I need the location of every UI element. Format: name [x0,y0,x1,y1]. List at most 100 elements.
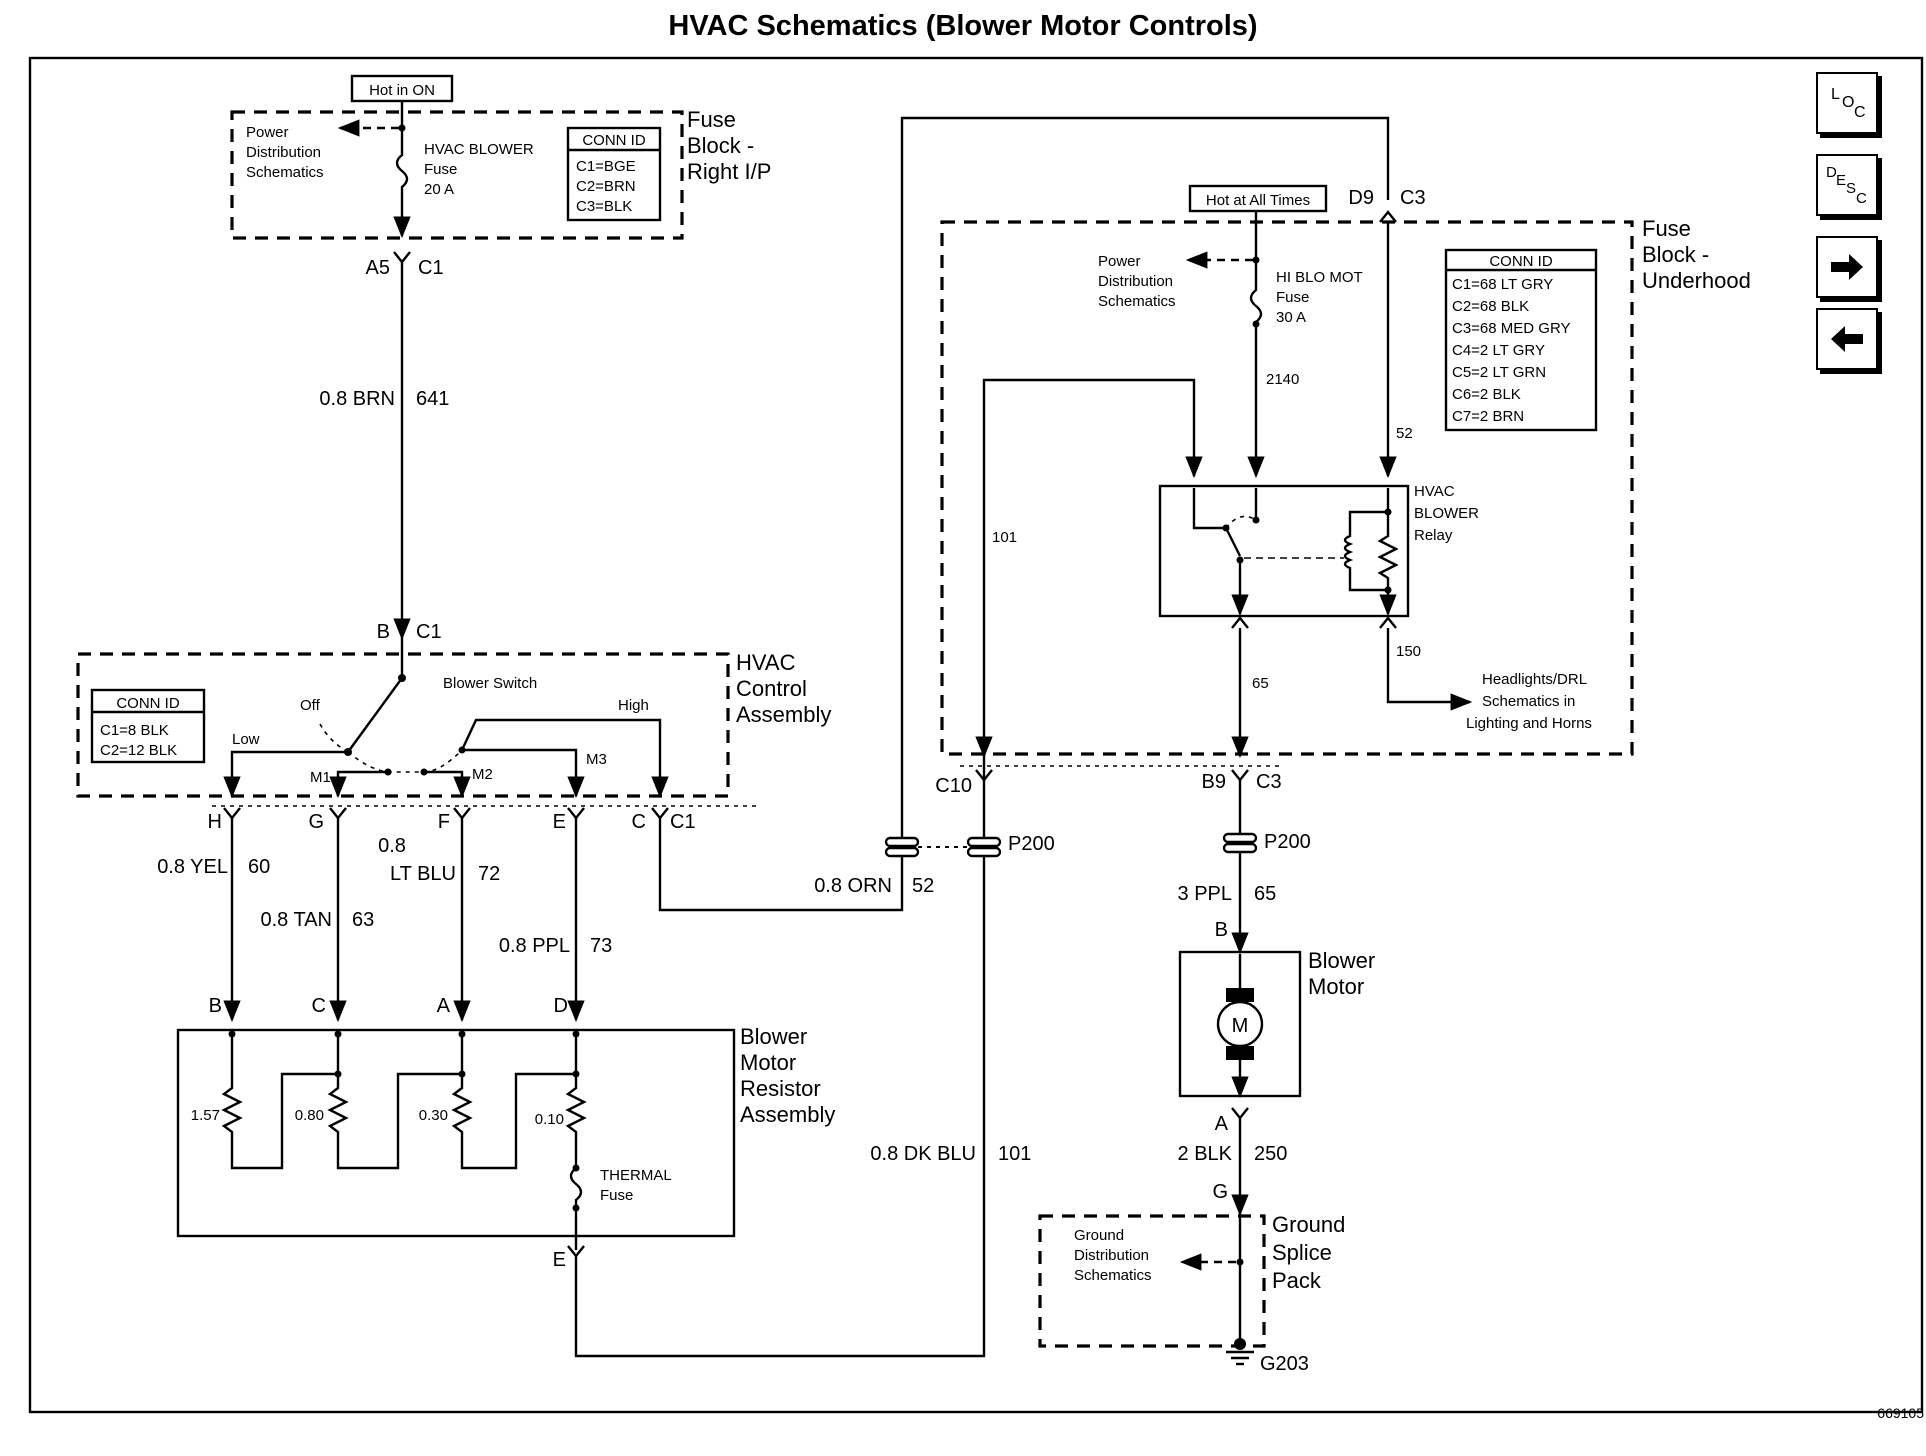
svg-text:M: M [1232,1015,1249,1037]
svg-text:C1: C1 [670,811,696,833]
svg-text:F: F [438,811,450,833]
conn-id-box [90,688,206,764]
svg-text:B9: B9 [1202,771,1226,793]
svg-text:0.8 PPL: 0.8 PPL [499,935,570,957]
svg-text:150: 150 [1396,643,1421,660]
svg-text:C1=8 BLK: C1=8 BLK [100,722,169,739]
next-arrow-button[interactable] [1816,236,1878,298]
svg-text:C1: C1 [418,257,444,279]
blower-motor: M Blower Motor A [1178,948,1375,1135]
svg-text:D9: D9 [1348,187,1374,209]
svg-text:Blower: Blower [1308,948,1375,973]
svg-text:CONN ID: CONN ID [582,132,646,149]
svg-text:101: 101 [998,1143,1031,1165]
svg-text:Distribution: Distribution [1098,273,1173,290]
wire-250: 2 BLK 250 G [1178,1118,1287,1340]
svg-text:D: D [554,995,568,1017]
svg-text:101: 101 [992,529,1017,546]
svg-text:C2=12 BLK: C2=12 BLK [100,742,177,759]
svg-text:20 A: 20 A [424,181,454,198]
svg-text:C: C [1854,104,1866,121]
svg-text:0.8 ORN: 0.8 ORN [814,875,892,897]
svg-text:Schematics: Schematics [246,164,324,181]
svg-text:C2=68 BLK: C2=68 BLK [1452,298,1529,315]
svg-text:H: H [208,811,222,833]
svg-text:Off: Off [300,697,321,714]
svg-text:52: 52 [912,875,934,897]
svg-text:B: B [1215,919,1228,941]
conn-id-box [566,126,662,222]
svg-text:2140: 2140 [1266,371,1299,388]
loc-button[interactable]: L O C [1816,72,1878,134]
svg-text:B: B [209,995,222,1017]
fuse-block-right-ip: Hot in ON Power Distribution Schematics … [230,74,771,240]
loc-icon: L O C [1831,86,1866,121]
desc-button[interactable]: D E S C [1816,154,1878,216]
svg-text:D: D [1826,164,1837,181]
svg-text:Block -: Block - [1642,242,1709,267]
svg-text:Fuse: Fuse [1276,289,1309,306]
wire-101: 0.8 DK BLU 101 P200 [574,760,1055,1358]
svg-text:Blower Switch: Blower Switch [443,675,537,692]
svg-text:Lighting and Horns: Lighting and Horns [1466,715,1592,732]
svg-text:C: C [1856,190,1867,207]
svg-text:L: L [1831,86,1840,103]
svg-text:G: G [308,811,324,833]
svg-text:0.8 YEL: 0.8 YEL [157,856,228,878]
svg-text:C3=BLK: C3=BLK [576,198,632,215]
svg-text:M2: M2 [472,766,493,783]
prev-arrow-button[interactable] [1816,308,1878,370]
svg-text:C1=BGE: C1=BGE [576,158,636,175]
page-frame [28,56,1924,1414]
svg-text:Motor: Motor [740,1050,796,1075]
arrow-right-icon [1831,254,1863,280]
svg-text:E: E [553,1249,566,1271]
hvac-control-connector-c1: H G F E C C1 [208,805,760,833]
svg-text:Underhood: Underhood [1642,268,1751,293]
wire-52: 0.8 ORN 52 [658,116,1390,912]
svg-text:Ground: Ground [1272,1212,1345,1237]
document-number: 669105 [1877,1405,1924,1421]
svg-text:A5: A5 [366,257,390,279]
svg-text:0.10: 0.10 [535,1111,564,1128]
svg-text:LT BLU: LT BLU [390,863,456,885]
svg-text:Headlights/DRL: Headlights/DRL [1482,671,1587,688]
svg-text:641: 641 [416,388,449,410]
wire-641: A5 C1 0.8 BRN 641 B C1 [319,251,449,643]
svg-text:Distribution: Distribution [246,144,321,161]
svg-text:G: G [1212,1181,1228,1203]
fuse-block-underhood: Hot at All Times D9 C3 Power Distributio… [935,184,1751,797]
svg-text:Power: Power [1098,253,1141,270]
switch-blade [347,677,403,753]
svg-text:C2=BRN: C2=BRN [576,178,636,195]
svg-text:250: 250 [1254,1143,1287,1165]
svg-text:THERMAL: THERMAL [600,1167,672,1184]
svg-text:M3: M3 [586,751,607,768]
ground-splice-pack: Ground Distribution Schematics Ground Sp… [1038,1212,1345,1375]
svg-text:Fuse: Fuse [424,161,457,178]
svg-text:Motor: Motor [1308,974,1364,999]
svg-text:Block -: Block - [687,133,754,158]
svg-text:65: 65 [1252,675,1269,692]
hvac-control-assembly: CONN ID C1=8 BLK C2=12 BLK Blower Switch… [76,638,831,799]
hot-at-all-times-box [1188,184,1328,213]
svg-text:Assembly: Assembly [736,702,831,727]
svg-text:30 A: 30 A [1276,309,1306,326]
svg-text:A: A [437,995,451,1017]
svg-text:Ground: Ground [1074,1227,1124,1244]
svg-text:E: E [553,811,566,833]
svg-text:Resistor: Resistor [740,1076,821,1101]
svg-text:C3: C3 [1256,771,1282,793]
svg-text:Pack: Pack [1272,1268,1322,1293]
svg-text:Power: Power [246,124,289,141]
svg-text:CONN ID: CONN ID [1489,253,1553,270]
svg-text:High: High [618,697,649,714]
svg-text:P200: P200 [1264,831,1311,853]
svg-text:Fuse: Fuse [687,107,736,132]
svg-text:72: 72 [478,863,500,885]
hvac-blower-relay [1158,484,1410,618]
svg-text:E: E [1836,172,1846,189]
svg-text:C1=68 LT GRY: C1=68 LT GRY [1452,276,1553,293]
svg-text:Schematics: Schematics [1074,1267,1152,1284]
